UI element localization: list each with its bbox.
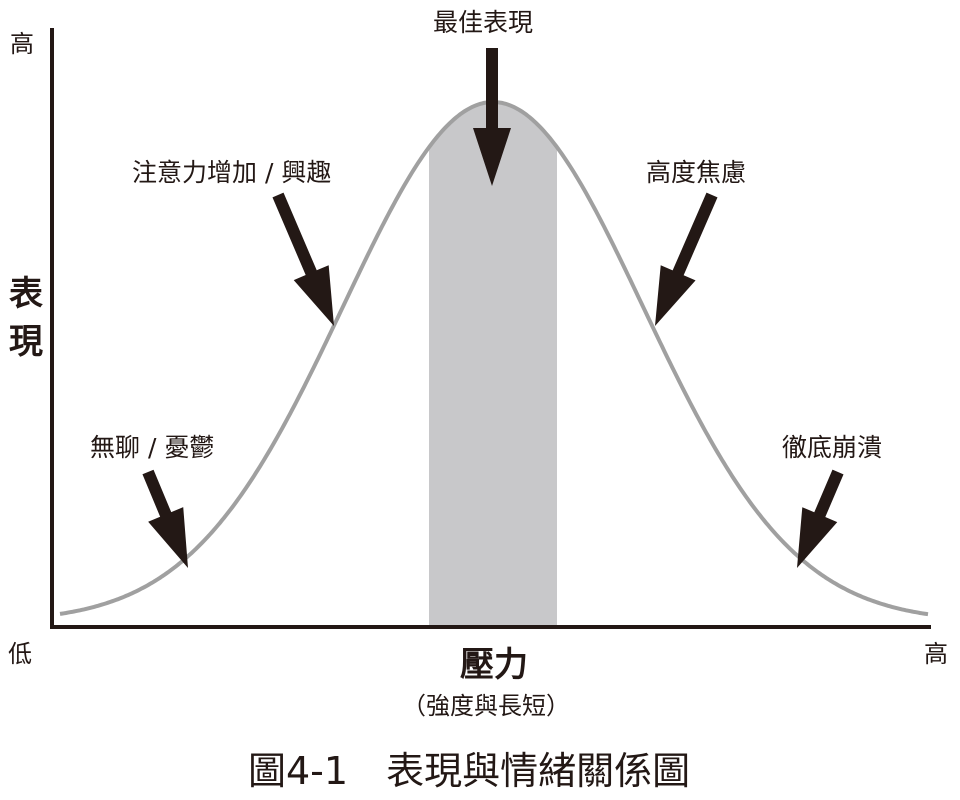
arrow-peak-icon <box>473 48 511 186</box>
annotation-falling: 高度焦慮 <box>646 158 747 187</box>
optimal-zone-band <box>429 102 557 627</box>
arrow-rising-icon <box>272 192 334 326</box>
y-axis-high-label: 高 <box>10 30 34 58</box>
annotation-rising: 注意力增加 / 興趣 <box>132 158 332 187</box>
arrow-falling-icon <box>655 192 718 326</box>
x-axis-high-label: 高 <box>924 640 948 668</box>
x-axis-sublabel: （強度與長短） <box>402 692 570 720</box>
y-axis-label: 表現 <box>9 274 43 362</box>
annotation-low-right: 徹底崩潰 <box>782 433 883 462</box>
x-axis-label: 壓力 <box>460 645 528 685</box>
arrow-low-left-icon <box>142 469 188 568</box>
figure-caption: 圖4-1 表現與情緒關係圖 <box>248 749 691 793</box>
x-axis-low-label: 低 <box>8 640 32 668</box>
annotation-low-left: 無聊 / 憂鬱 <box>90 433 215 462</box>
arrow-low-right-icon <box>797 469 844 568</box>
annotation-peak: 最佳表現 <box>433 8 534 37</box>
